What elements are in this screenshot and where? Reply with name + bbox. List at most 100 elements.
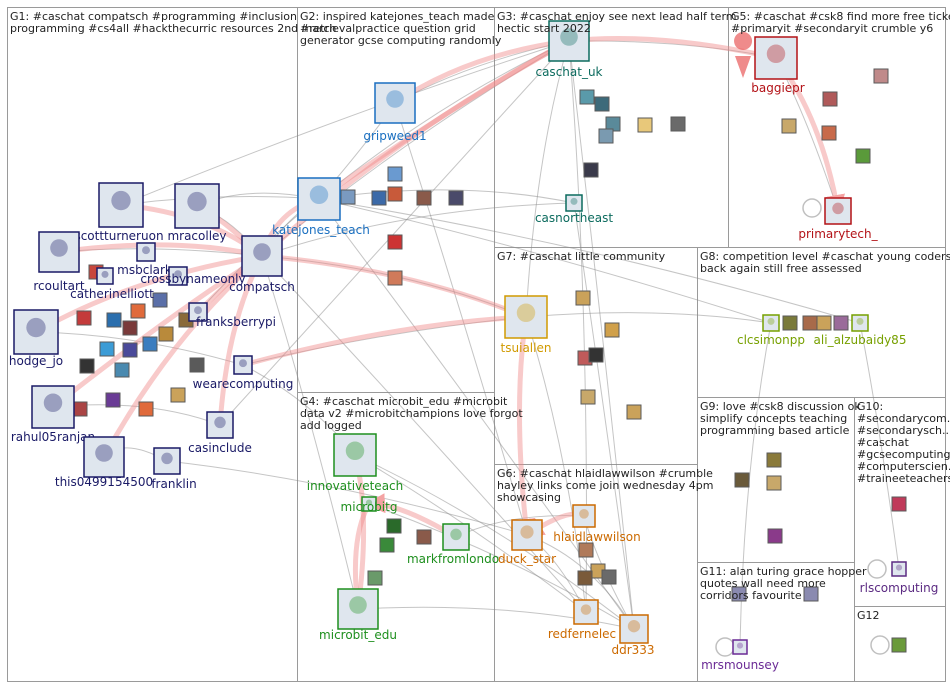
node-thumbnail[interactable] [387,234,403,250]
node-thumbnail[interactable] [170,387,186,403]
node-scottturneruon[interactable]: scottturneruon [74,182,164,243]
node-thumbnail[interactable] [106,312,122,328]
node-thumbnail[interactable] [76,310,92,326]
node-thumbnail[interactable] [598,128,614,144]
node-thumbnail[interactable] [577,570,593,586]
node-thumbnail[interactable] [138,401,154,417]
node-tsuiallen[interactable]: tsuiallen [501,295,552,355]
node-thumbnail[interactable] [604,322,620,338]
node-microbit_edu[interactable]: microbit_edu [319,588,397,642]
node-mrsmounsey[interactable]: mrsmounsey [701,639,779,672]
node-rahul05ranjan[interactable]: rahul05ranjan [11,385,95,444]
node-thumbnail[interactable] [158,326,174,342]
node-mracolley[interactable]: mracolley [167,183,227,243]
node-innovativeteach[interactable]: innovativeteach [307,433,404,493]
node-picture [337,588,379,630]
node-gripweed1[interactable]: gripweed1 [363,82,427,143]
node-hlaidlawwilson[interactable]: hlaidlawwilson [553,504,641,544]
node-ali_alzubaidy85[interactable]: ali_alzubaidy85 [814,314,907,347]
node-thumbnail[interactable] [891,496,907,512]
node-markfromlondon[interactable]: markfromlondo [407,523,499,566]
node-thumbnail[interactable] [822,91,838,107]
node-katejones_teach[interactable]: katejones_teach [272,177,370,237]
node-thumbnail[interactable] [583,162,599,178]
node-thumbnail[interactable] [821,125,837,141]
node-thumbnail[interactable] [387,186,403,202]
node-thumbnail[interactable] [416,529,432,545]
node-casinclude[interactable]: casinclude [188,411,252,455]
node-thumbnail[interactable] [802,315,818,331]
node-catherinelliott[interactable]: catherinelliott [70,267,154,301]
node-msbclarke[interactable]: msbclarke [117,242,179,277]
node-rcoultart[interactable]: rcoultart [33,231,85,293]
node-thumbnail[interactable] [122,320,138,336]
node-thumbnail[interactable] [803,586,819,602]
edge-scottturneruon-katejones_teach [120,195,320,206]
edge-microbitg-ddr333 [368,503,635,630]
node-thumbnail[interactable] [580,389,596,405]
node-thumbnail[interactable] [766,452,782,468]
node-thumbnail[interactable] [670,116,686,132]
node-thumbnail[interactable] [637,117,653,133]
node-this0499154500[interactable]: this0499154500 [55,436,153,489]
node-hodge_jo[interactable]: hodge_jo [9,309,63,368]
node-thumbnail-picture [767,528,783,544]
node-thumbnail[interactable] [594,96,610,112]
node-thumbnail[interactable] [72,401,88,417]
node-thumbnail[interactable] [578,542,594,558]
node-thumbnail[interactable] [766,475,782,491]
node-franklin[interactable]: franklin [151,447,197,491]
node-thumbnail[interactable] [367,570,383,586]
node-thumbnail[interactable] [79,358,95,374]
node-thumbnail[interactable] [816,315,832,331]
node-thumbnail[interactable] [189,357,205,373]
node-thumbnail[interactable] [734,472,750,488]
avatar-icon [26,317,46,338]
node-thumbnail[interactable] [416,190,432,206]
node-thumbnail[interactable] [767,528,783,544]
node-thumbnail[interactable] [588,347,604,363]
node-thumbnail[interactable] [371,190,387,206]
node-franksberrypi[interactable]: franksberrypi [188,302,276,329]
node-thumbnail[interactable] [731,586,747,602]
node-thumbnail[interactable] [579,89,595,105]
node-crossbynameonly[interactable]: crossbynameonly [140,266,246,286]
node-thumbnail[interactable] [575,290,591,306]
node-thumbnail[interactable] [855,148,871,164]
node-thumbnail[interactable] [873,68,889,84]
node-compatsch[interactable]: compatsch [229,235,295,294]
node-thumbnail[interactable] [114,362,130,378]
node-thumbnail[interactable] [152,292,168,308]
node-caschat_uk[interactable]: caschat_uk [535,20,603,79]
node-thumbnail[interactable] [782,315,798,331]
node-rlscomputing[interactable]: rlscomputing [860,561,939,595]
node-redfernelec[interactable]: redfernelec [548,599,616,641]
self-loop [870,635,890,655]
node-thumbnail[interactable] [387,270,403,286]
node-microbitg[interactable]: microbitg [341,496,398,514]
node-thumbnail[interactable] [448,190,464,206]
node-thumbnail[interactable] [340,189,356,205]
node-thumbnail[interactable] [387,166,403,182]
node-baggiepr[interactable]: baggiepr [751,36,805,95]
node-primarytech_[interactable]: primarytech_ [798,197,879,241]
node-wearecomputing[interactable]: wearecomputing [193,355,294,391]
node-thumbnail[interactable] [99,341,115,357]
node-clcsimonpp[interactable]: clcsimonpp [737,314,805,347]
node-thumbnail[interactable] [891,637,907,653]
node-ddr333[interactable]: ddr333 [611,614,655,657]
node-thumbnail[interactable] [142,336,158,352]
node-thumbnail[interactable] [781,118,797,134]
node-thumbnail[interactable] [105,392,121,408]
node-thumbnail[interactable] [379,537,395,553]
node-duck_star[interactable]: duck_star [498,519,556,566]
node-thumbnail[interactable] [626,404,642,420]
node-thumbnail[interactable] [386,518,402,534]
node-thumbnail[interactable] [130,303,146,319]
node-thumbnail[interactable] [833,315,849,331]
node-casnortheast[interactable]: casnortheast [535,194,613,225]
node-thumbnail[interactable] [601,569,617,585]
group-label-g2: G2: inspired katejones_teach made [300,10,495,23]
node-thumbnail[interactable] [122,342,138,358]
